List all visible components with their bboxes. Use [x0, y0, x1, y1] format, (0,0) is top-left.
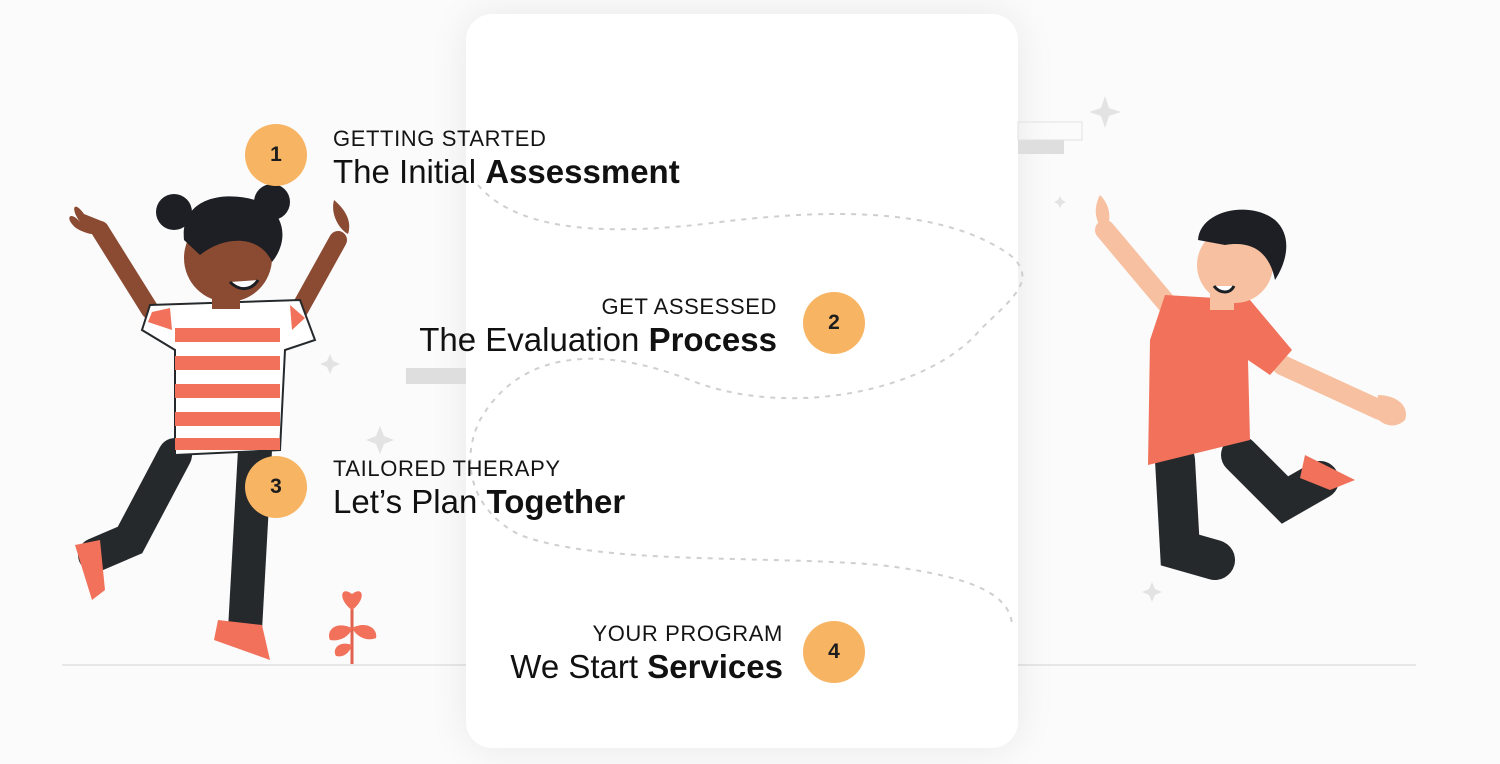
step-title-bold: Process [648, 321, 777, 358]
step-title-light: The Initial [333, 153, 477, 190]
step-eyebrow: GET ASSESSED [601, 294, 777, 319]
step-number-badge: 1 [245, 124, 307, 186]
step-title-bold: Assessment [485, 153, 680, 190]
step-eyebrow: YOUR PROGRAM [592, 621, 783, 646]
step-title: The Initial Assessment [333, 152, 680, 192]
step-eyebrow: GETTING STARTED [333, 126, 547, 151]
step-eyebrow: TAILORED THERAPY [333, 456, 561, 481]
ground-line-left [62, 664, 466, 666]
decor-bar [1018, 140, 1064, 154]
step-1: 1 GETTING STARTED The Initial Assessment [245, 124, 745, 190]
decor-bar-outline [1017, 121, 1083, 141]
step-4: YOUR PROGRAM We Start Services 4 [460, 621, 865, 687]
girl-jumping-illustration [69, 184, 350, 660]
step-title-light: The Evaluation [419, 321, 640, 358]
sparkle-icon [1089, 96, 1121, 128]
step-number-badge: 4 [803, 621, 865, 683]
sparkle-icon [366, 426, 394, 454]
step-title-light: Let’s Plan [333, 483, 478, 520]
step-title-bold: Together [486, 483, 626, 520]
step-title: We Start Services [510, 647, 783, 687]
boy-jumping-illustration [1095, 195, 1406, 580]
step-title-bold: Services [647, 648, 783, 685]
process-card [466, 14, 1018, 748]
step-number-badge: 2 [803, 292, 865, 354]
step-title: The Evaluation Process [419, 320, 777, 360]
decor-bar [406, 368, 466, 384]
sparkle-icon [1142, 582, 1162, 602]
sparkle-icon [320, 354, 340, 374]
ground-line-right [1018, 664, 1416, 666]
sparkle-icon [1054, 196, 1066, 208]
step-3: 3 TAILORED THERAPY Let’s Plan Together [245, 456, 705, 522]
step-title: Let’s Plan Together [333, 482, 625, 522]
plant-icon [328, 591, 377, 664]
journey-path [469, 184, 1024, 626]
step-2: GET ASSESSED The Evaluation Process 2 [360, 292, 865, 358]
step-number-badge: 3 [245, 456, 307, 518]
step-title-light: We Start [510, 648, 639, 685]
